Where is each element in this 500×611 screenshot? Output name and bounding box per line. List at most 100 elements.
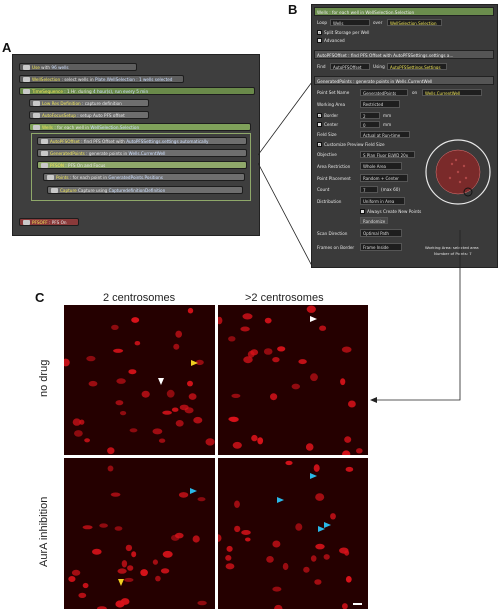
cell-nucleus [193,416,203,424]
cell-nucleus [305,443,314,451]
cell-nucleus [78,592,87,598]
cell-nucleus [166,389,175,398]
distribution-select[interactable]: Uniform in Area [360,197,405,205]
objective-select[interactable]: S Plan Fluor ELWD 20x [360,151,415,158]
on-label: on [412,90,418,95]
cell-nucleus [111,324,119,330]
workflow-task-row[interactable]: TimeSequence : 1 Hr. during 4 hour(s), r… [19,87,255,95]
cell-nucleus [232,441,242,449]
frames-on-border-select[interactable]: Frame Inside [360,243,402,251]
centrosome-arrow [318,526,325,532]
cell-nucleus [120,411,127,416]
autopfs-task-header[interactable]: AutoPFSOffset : find PFS Offset with Aut… [314,50,494,59]
find-field[interactable]: AutoPFSOffset [330,63,370,70]
task-description: : for each well in [54,125,90,130]
count-max: (max 60) [381,187,401,192]
cell-nucleus [117,568,127,574]
center-checkbox[interactable] [317,122,322,127]
scan-direction-select[interactable]: Optimal Path [360,229,402,237]
workflow-task-row[interactable]: Capture Capture using CapturedefinitionD… [47,186,243,194]
workflow-task-row[interactable]: AutoFocusSetup : setup Auto PFS offset [29,111,149,119]
cell-nucleus [243,356,253,364]
working-area-select[interactable]: Restricted [360,100,400,108]
cell-nucleus [234,500,240,508]
cell-nucleus [218,316,223,325]
cell-nucleus [162,410,172,415]
cell-nucleus [266,556,274,563]
over-field[interactable]: WellSelection.Selection [387,19,442,26]
scale-bar [353,603,362,605]
loop-field[interactable]: Wells [330,19,370,26]
area-restriction-select[interactable]: Whole Area [360,162,402,170]
cell-nucleus [127,565,134,571]
cell-nucleus [131,551,137,558]
advanced-label: Advanced [324,38,345,43]
cell-nucleus [82,525,93,530]
column-header-2-centrosomes: 2 centrosomes [103,292,176,304]
task-name: Use [32,65,40,70]
workflow-task-row[interactable]: WellSelection : select wells in Plate.We… [19,75,184,83]
wells-task-header[interactable]: Wells : for each well in WellSelection.S… [314,7,494,16]
cell-nucleus [310,555,317,562]
centrosome-arrow [310,316,317,322]
task-name: Points [56,175,69,180]
cell-nucleus [162,550,173,558]
cell-nucleus [225,555,232,561]
split-storage-checkbox[interactable]: ✓ [317,30,322,35]
workflow-task-row[interactable]: GeneratedPoints : generate points in Wel… [37,149,247,157]
cell-nucleus [310,373,318,382]
cell-nucleus [68,576,76,582]
panel-label-b: B [288,2,298,17]
advanced-checkbox[interactable] [317,38,322,43]
point-placement-label: Point Placement [317,176,351,181]
generated-points-task-header[interactable]: GeneratedPoints : generate points in Wel… [314,76,494,85]
always-create-label: Always Create New Points [367,209,422,214]
cell-nucleus [257,437,264,445]
workflow-task-row[interactable]: Low Res Definition : capture definition [29,99,149,107]
task-parameter: AutoPFSSettings.settings automatically [126,139,209,144]
centrosome-arrow [277,497,284,503]
task-icon [33,125,40,130]
row-label-aura-inhibition: AurA inhibition [38,496,50,567]
distribution-label: Distribution [317,199,342,204]
cell-nucleus [115,600,125,608]
point-placement-select[interactable]: Random + Center [360,174,408,182]
field-size-select[interactable]: Actual at Run-time [360,131,410,138]
point-set-name-field[interactable]: GeneratedPoints [360,89,408,96]
workflow-task-row[interactable]: Points : for each point in GeneratedPoin… [43,173,245,181]
task-name: Low Res Definition [42,101,81,106]
workflow-task-row[interactable]: Wells : for each well in WellSelection.S… [29,123,251,131]
count-field[interactable]: 7 [360,186,378,193]
cell-nucleus [241,530,251,535]
task-description: : select wells in [61,77,94,82]
cell-nucleus [323,554,330,560]
cell-nucleus [192,535,200,543]
cell-nucleus [158,438,166,443]
border-field[interactable]: 2 [360,112,380,119]
workflow-task-row[interactable]: PFSON : PFS On and Focus [37,161,247,169]
task-name: Capture [60,188,77,193]
workflow-task-row[interactable]: PFSOFF : PFS On [19,218,79,226]
using-field[interactable]: AutoPFSSettings.Settings [387,63,447,70]
randomize-button[interactable]: Randomize [360,217,388,224]
customize-preview-checkbox[interactable]: ✓ [317,142,322,147]
workflow-task-row[interactable]: AutoPFSOffset : find PFS Offset with Aut… [37,137,247,145]
cell-nucleus [175,330,182,338]
cell-nucleus [306,305,316,313]
task-description: : setup Auto PFS offset [77,113,125,118]
cell-nucleus [345,466,354,472]
point-set-name-label: Point Set Name [317,90,350,95]
border-checkbox[interactable]: ✓ [317,113,322,118]
task-parameter: Wells.CurrentWell [128,151,166,156]
center-label: Center [324,122,339,127]
center-field[interactable]: 0 [360,121,380,128]
cell-nucleus [197,600,207,606]
always-create-checkbox[interactable] [360,209,365,214]
task-parameter: Plate.WellSelection : 1 wells selected [94,77,173,82]
row-label-no-drug: no drug [38,359,50,397]
border-label: Border [324,113,339,118]
on-field[interactable]: Wells.CurrentWell [422,89,482,96]
cell-nucleus [71,569,81,576]
workflow-task-row[interactable]: Use with 96 wells [19,63,137,71]
cell-nucleus [88,380,98,387]
